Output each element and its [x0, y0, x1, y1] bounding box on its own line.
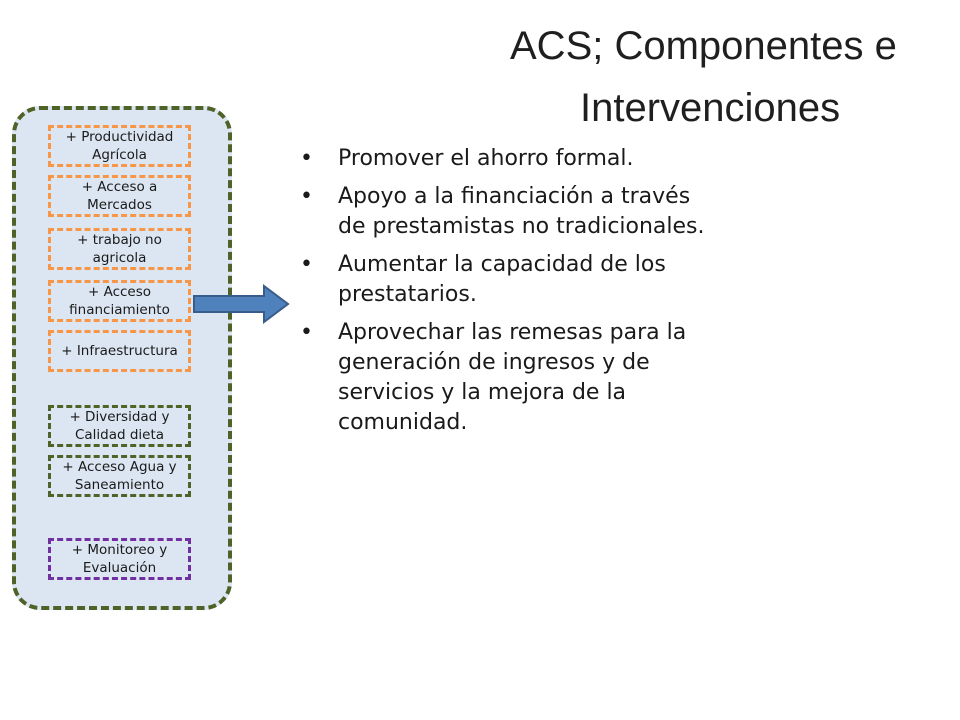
component-box-productividad: + Productividad Agrícola: [48, 125, 191, 167]
right-arrow-icon: [193, 284, 290, 324]
component-box-financiamiento: + Acceso financiamiento: [48, 280, 191, 322]
component-box-dieta: + Diversidad y Calidad dieta: [48, 405, 191, 447]
component-box-label: + Productividad Agrícola: [65, 129, 174, 163]
component-box-monitoreo: + Monitoreo y Evaluación: [48, 538, 191, 580]
bullet-text: Aprovechar las remesas para la generació…: [338, 320, 687, 435]
list-item: • Aprovechar las remesas para la generac…: [300, 318, 720, 438]
bullet-text: Apoyo a la financiación a través de pres…: [338, 184, 705, 239]
slide-title: ACS; Componentes e Intervenciones: [440, 8, 960, 138]
bullet-text: Promover el ahorro formal.: [338, 146, 634, 171]
component-box-label: + trabajo no agricola: [77, 232, 162, 266]
list-item: • Aumentar la capacidad de los prestatar…: [300, 250, 720, 310]
component-box-label: + Acceso a Mercados: [81, 179, 158, 213]
bullet-marker: •: [300, 146, 313, 171]
component-box-trabajo: + trabajo no agricola: [48, 228, 191, 270]
component-box-label: + Acceso financiamiento: [69, 284, 170, 318]
component-box-label: + Acceso Agua y Saneamiento: [62, 459, 177, 493]
component-box-infraestructura: + Infraestructura: [48, 330, 191, 372]
bullet-marker: •: [300, 320, 313, 345]
bullet-text: Aumentar la capacidad de los prestatario…: [338, 252, 666, 307]
slide-title-line-2: Intervenciones: [580, 86, 841, 130]
bullet-list: • Promover el ahorro formal. • Apoyo a l…: [300, 144, 720, 446]
list-item: • Promover el ahorro formal.: [300, 144, 720, 174]
component-box-mercados: + Acceso a Mercados: [48, 175, 191, 217]
component-box-label: + Infraestructura: [61, 343, 178, 359]
component-box-agua: + Acceso Agua y Saneamiento: [48, 455, 191, 497]
bullet-marker: •: [300, 252, 313, 277]
component-box-label: + Diversidad y Calidad dieta: [69, 409, 170, 443]
slide-title-line-1: ACS; Componentes e: [510, 24, 897, 68]
list-item: • Apoyo a la financiación a través de pr…: [300, 182, 720, 242]
bullet-marker: •: [300, 184, 313, 209]
component-box-label: + Monitoreo y Evaluación: [71, 542, 168, 576]
